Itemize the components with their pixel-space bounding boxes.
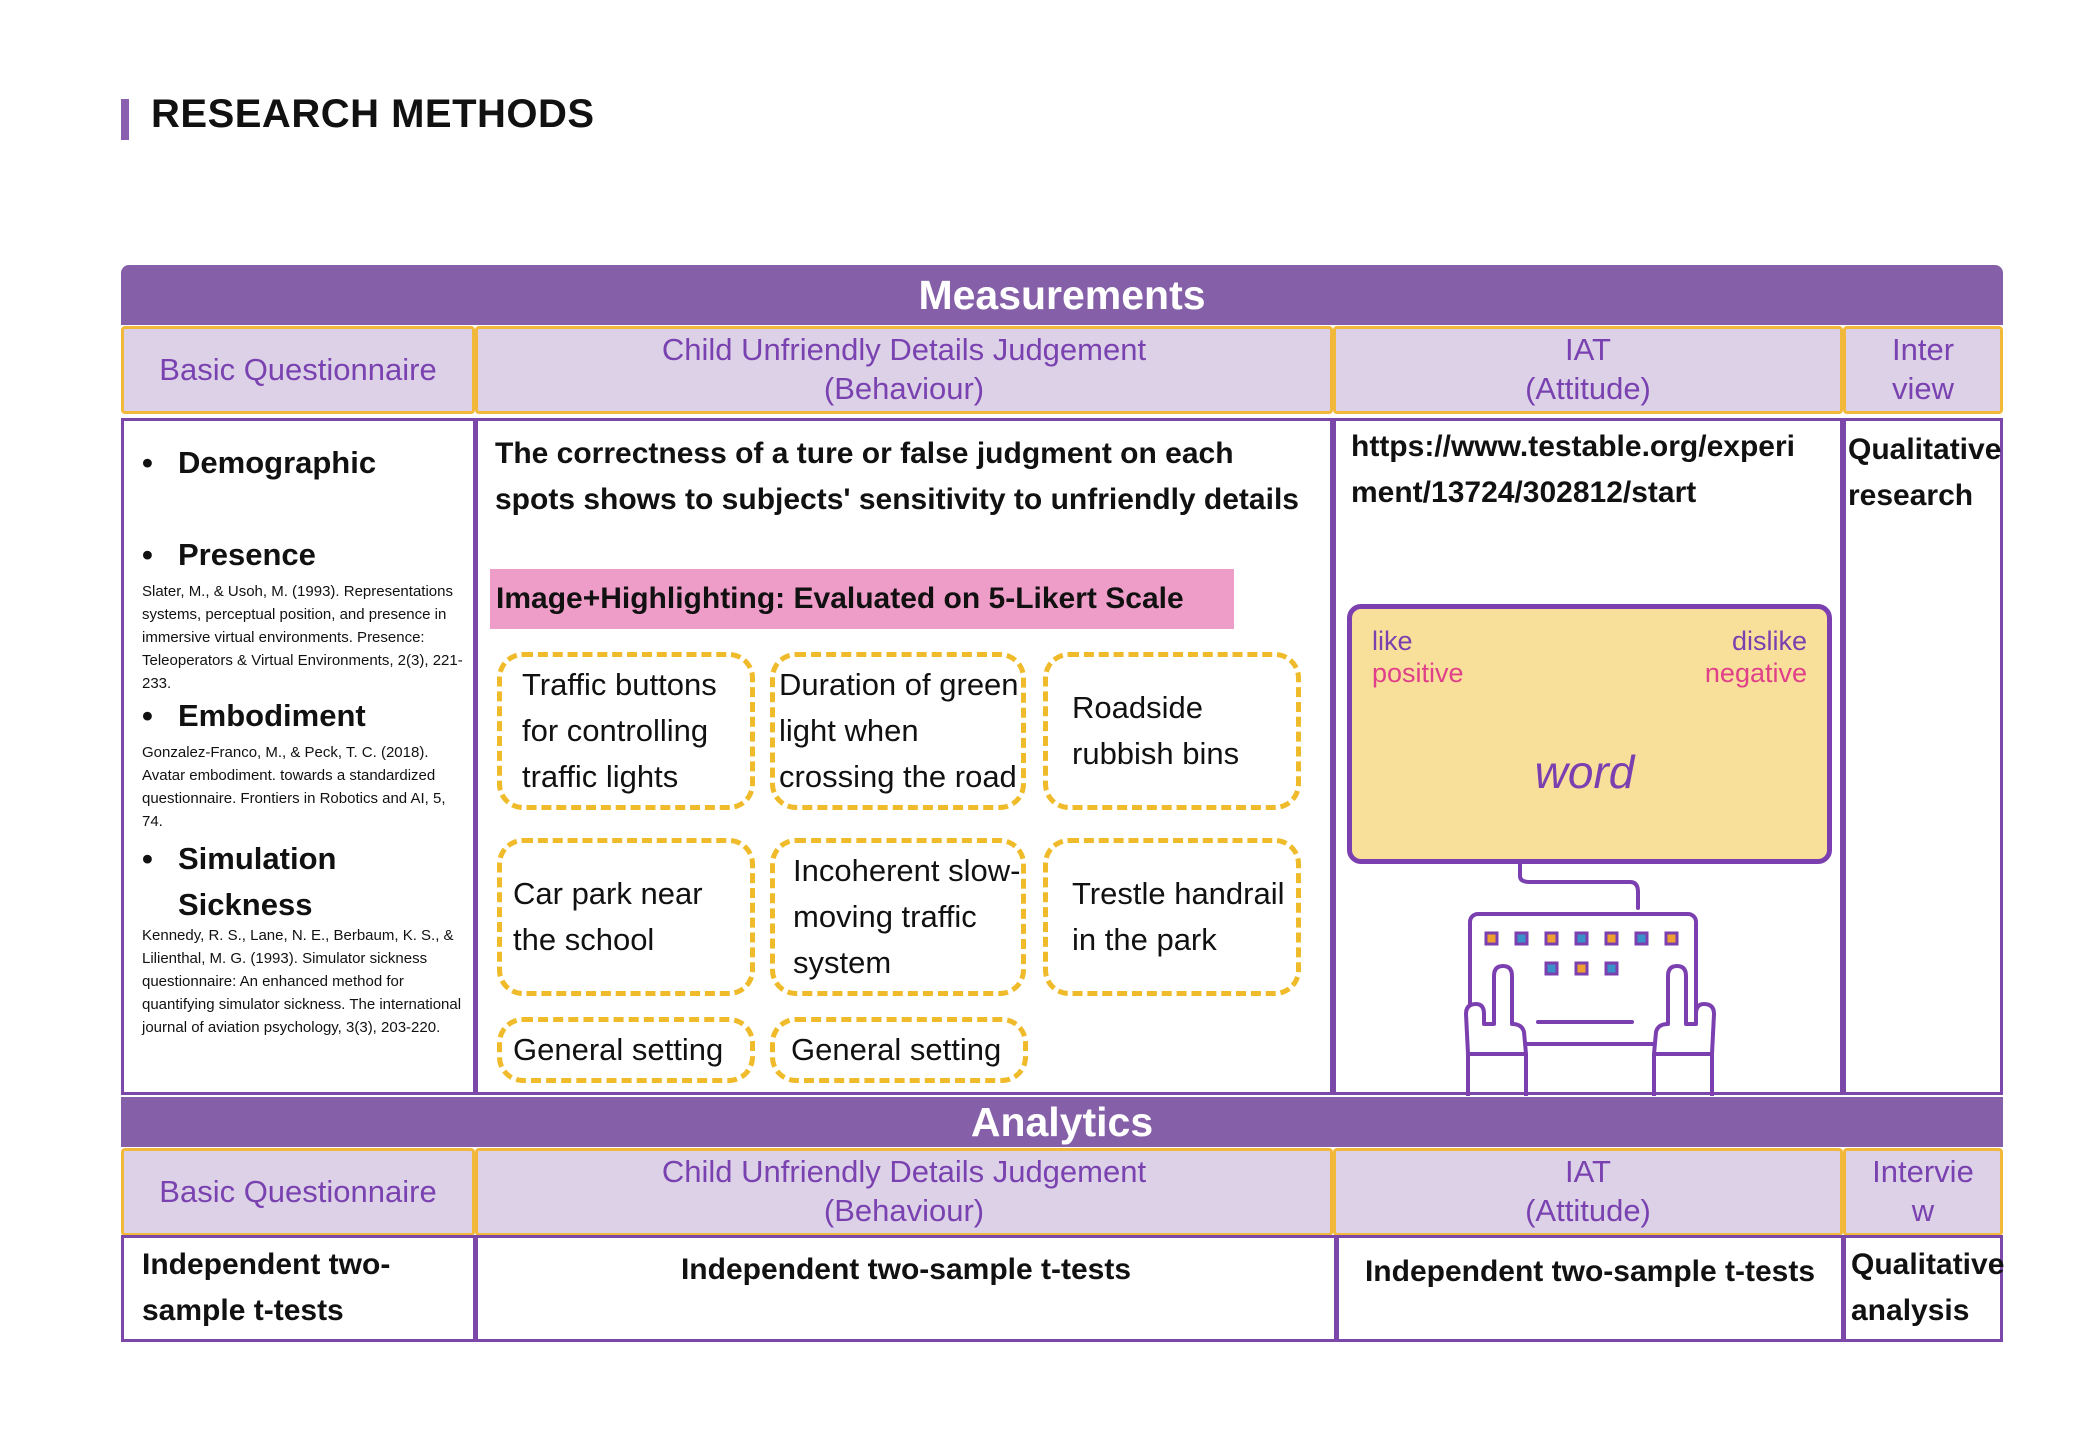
header-label: Basic Questionnaire [159,1173,437,1209]
analytics-basic-cell: Independent two- sample t-tests [121,1235,476,1342]
child-judgement-cell [475,418,1333,1095]
spot-box-traffic-system: Incoherent slow-moving traffic system [770,838,1026,996]
likert-highlight-label: Image+Highlighting: Evaluated on 5-Liker… [490,569,1234,629]
iat-positive-label: positive [1372,658,1464,688]
header-label: Basic Questionnaire [159,351,437,387]
iat-dislike-label: dislike [1731,626,1807,656]
right-hand-icon [1652,964,1716,1096]
header-sublabel: (Behaviour) [823,371,985,406]
header-label: IAT [1565,1154,1611,1190]
analytics-banner: Analytics [121,1097,2003,1147]
title-accent-bar [121,99,129,140]
interview-cell [1843,418,2003,1095]
analytics-header-basic: Basic Questionnaire [121,1148,475,1236]
header-label: Child Unfriendly Details Judgement [661,1154,1147,1190]
bullet-presence: • Presence [142,537,316,572]
header-iat: IAT (Attitude) [1333,326,1843,414]
analytics-header-child: Child Unfriendly Details Judgement (Beha… [475,1148,1333,1236]
bullet-demographic: • Demographic [142,445,377,480]
spot-box-traffic-buttons: Traffic buttons for controlling traffic … [497,652,755,810]
spot-box-general-setting-2: General setting [770,1017,1028,1083]
iat-stimulus-word: word [1534,746,1635,798]
presence-reference: Slater, M., & Usoh, M. (1993). Represent… [142,583,463,692]
measurements-banner: Measurements [121,265,2003,325]
embodiment-reference: Gonzalez-Franco, M., & Peck, T. C. (2018… [142,744,446,830]
header-label: Child Unfriendly Details Judgement [661,332,1147,368]
sickness-reference: Kennedy, R. S., Lane, N. E., Berbaum, K.… [142,927,462,1036]
iat-like-label: like [1372,626,1413,656]
basic-questionnaire-cell [121,418,476,1095]
header-child-judgement: Child Unfriendly Details Judgement (Beha… [475,326,1333,414]
analytics-basic-method: Independent two- sample t-tests [142,1248,391,1327]
analytics-interview-cell: Qualitative analysis [1843,1235,2005,1342]
analytics-iat-cell: Independent two-sample t-tests [1336,1235,1844,1342]
header-label: IAT [1565,332,1611,368]
monitor-icon: like positive dislike negative word [1347,604,1832,864]
header-sublabel: view [1891,371,1954,406]
header-sublabel: (Attitude) [1525,1193,1651,1228]
spot-box-rubbish-bins: Roadside rubbish bins [1043,652,1301,810]
interview-method: Qualitative research [1848,433,2002,512]
header-interview: Inter view [1843,326,2003,414]
spot-box-green-light: Duration of green light when crossing th… [770,652,1026,810]
header-label: Intervie [1872,1154,1974,1190]
spot-box-handrail: Trestle handrail in the park [1043,838,1301,996]
header-sublabel: w [1911,1193,1935,1228]
analytics-iat-method: Independent two-sample t-tests [1364,1255,1816,1288]
bullet-simulation-sickness: • Simulation Sickness [142,841,337,922]
spot-box-general-setting-1: General setting [497,1017,755,1083]
analytics-header-iat: IAT (Attitude) [1333,1148,1843,1236]
analytics-child-method: Independent two-sample t-tests [680,1253,1132,1286]
spot-box-car-park: Car park near the school [497,838,755,996]
page-title: RESEARCH METHODS [151,92,595,136]
iat-url[interactable]: https://www.testable.org/experi ment/137… [1351,430,1795,509]
analytics-header-interview: Intervie w [1843,1148,2003,1236]
header-sublabel: (Attitude) [1525,371,1651,406]
keyboard-icon [1464,864,1716,1096]
bullet-embodiment: • Embodiment [142,698,366,733]
header-sublabel: (Behaviour) [823,1193,985,1228]
header-label: Inter [1891,332,1955,368]
left-hand-icon [1464,964,1528,1096]
iat-negative-label: negative [1704,658,1807,688]
child-description: The correctness of a ture or false judgm… [495,437,1299,516]
header-basic-questionnaire: Basic Questionnaire [121,326,475,414]
analytics-interview-method: Qualitative analysis [1851,1248,2005,1327]
analytics-child-cell: Independent two-sample t-tests [475,1235,1337,1342]
